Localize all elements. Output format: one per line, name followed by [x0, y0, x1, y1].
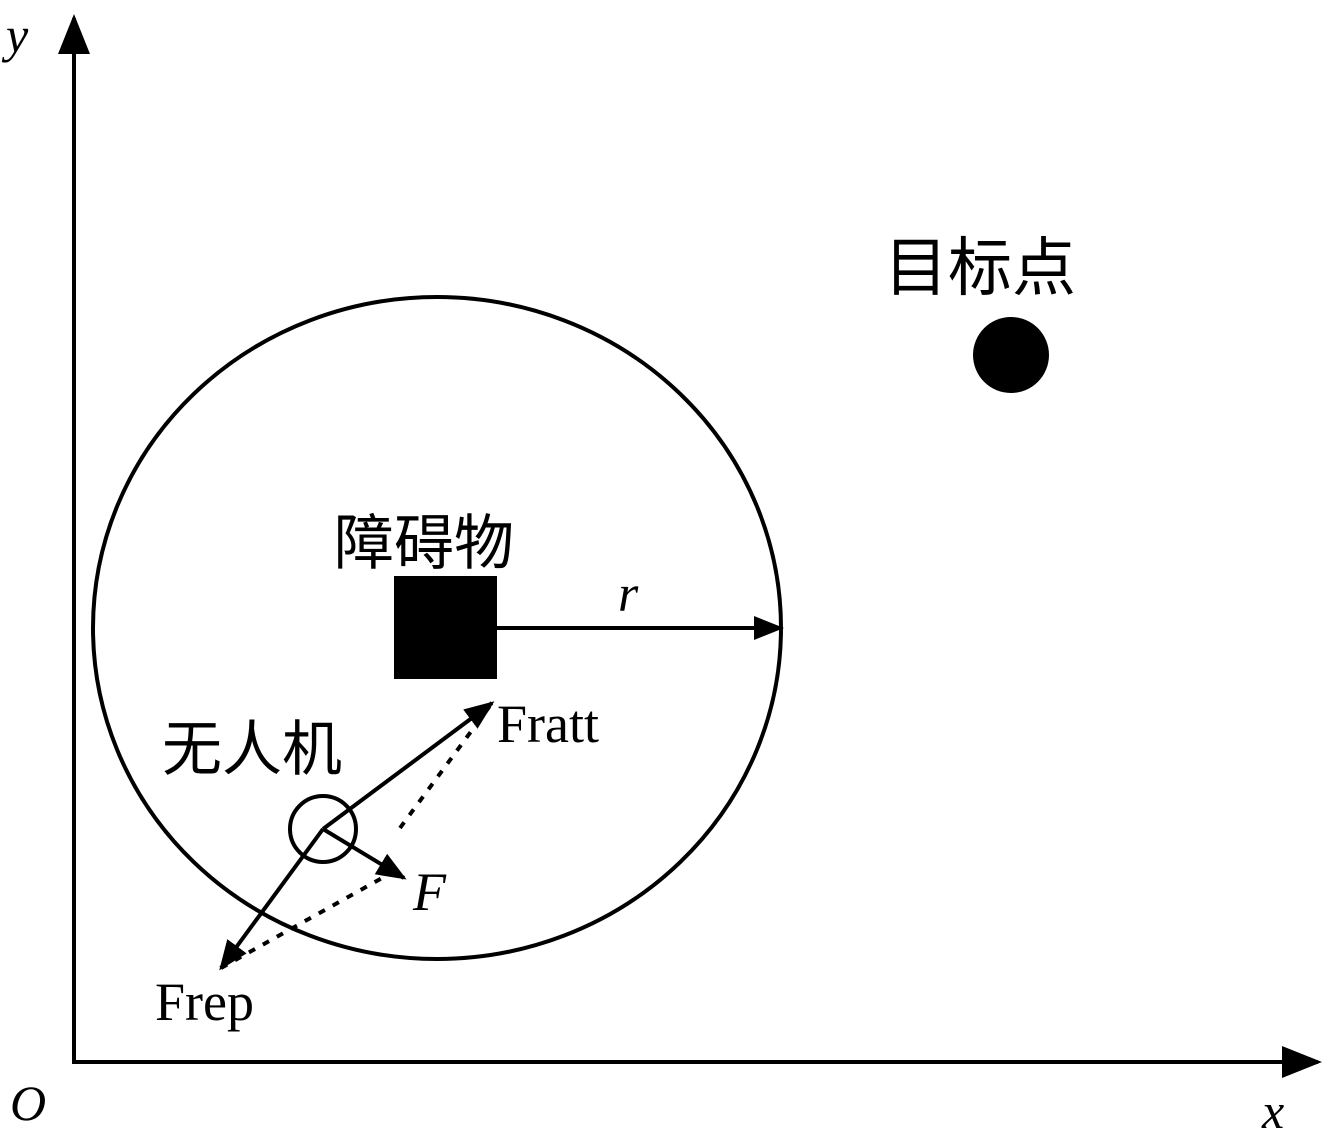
repulsive-force-label: Frep: [155, 972, 254, 1032]
target-label: 目标点: [884, 232, 1076, 306]
attractive-force-label: Fratt: [497, 694, 599, 754]
x-axis-label: x: [1261, 1083, 1284, 1133]
target-point: [973, 317, 1049, 393]
obstacle-label: 障碍物: [334, 509, 514, 579]
resultant-force-label: F: [412, 862, 447, 922]
dotted-construction-line-upper: [398, 701, 494, 830]
origin-label: O: [10, 1075, 46, 1131]
y-axis-label: y: [1, 7, 29, 63]
drone-marker: [288, 794, 358, 864]
attractive-force-arrow: [321, 701, 495, 831]
dotted-construction-line-lower: [220, 866, 401, 970]
obstacle-block: [394, 576, 497, 679]
resultant-force-arrow: [321, 827, 407, 880]
radius-label: r: [618, 566, 639, 623]
repulsive-force-arrow: [219, 827, 325, 971]
drone-label: 无人机: [162, 715, 342, 785]
